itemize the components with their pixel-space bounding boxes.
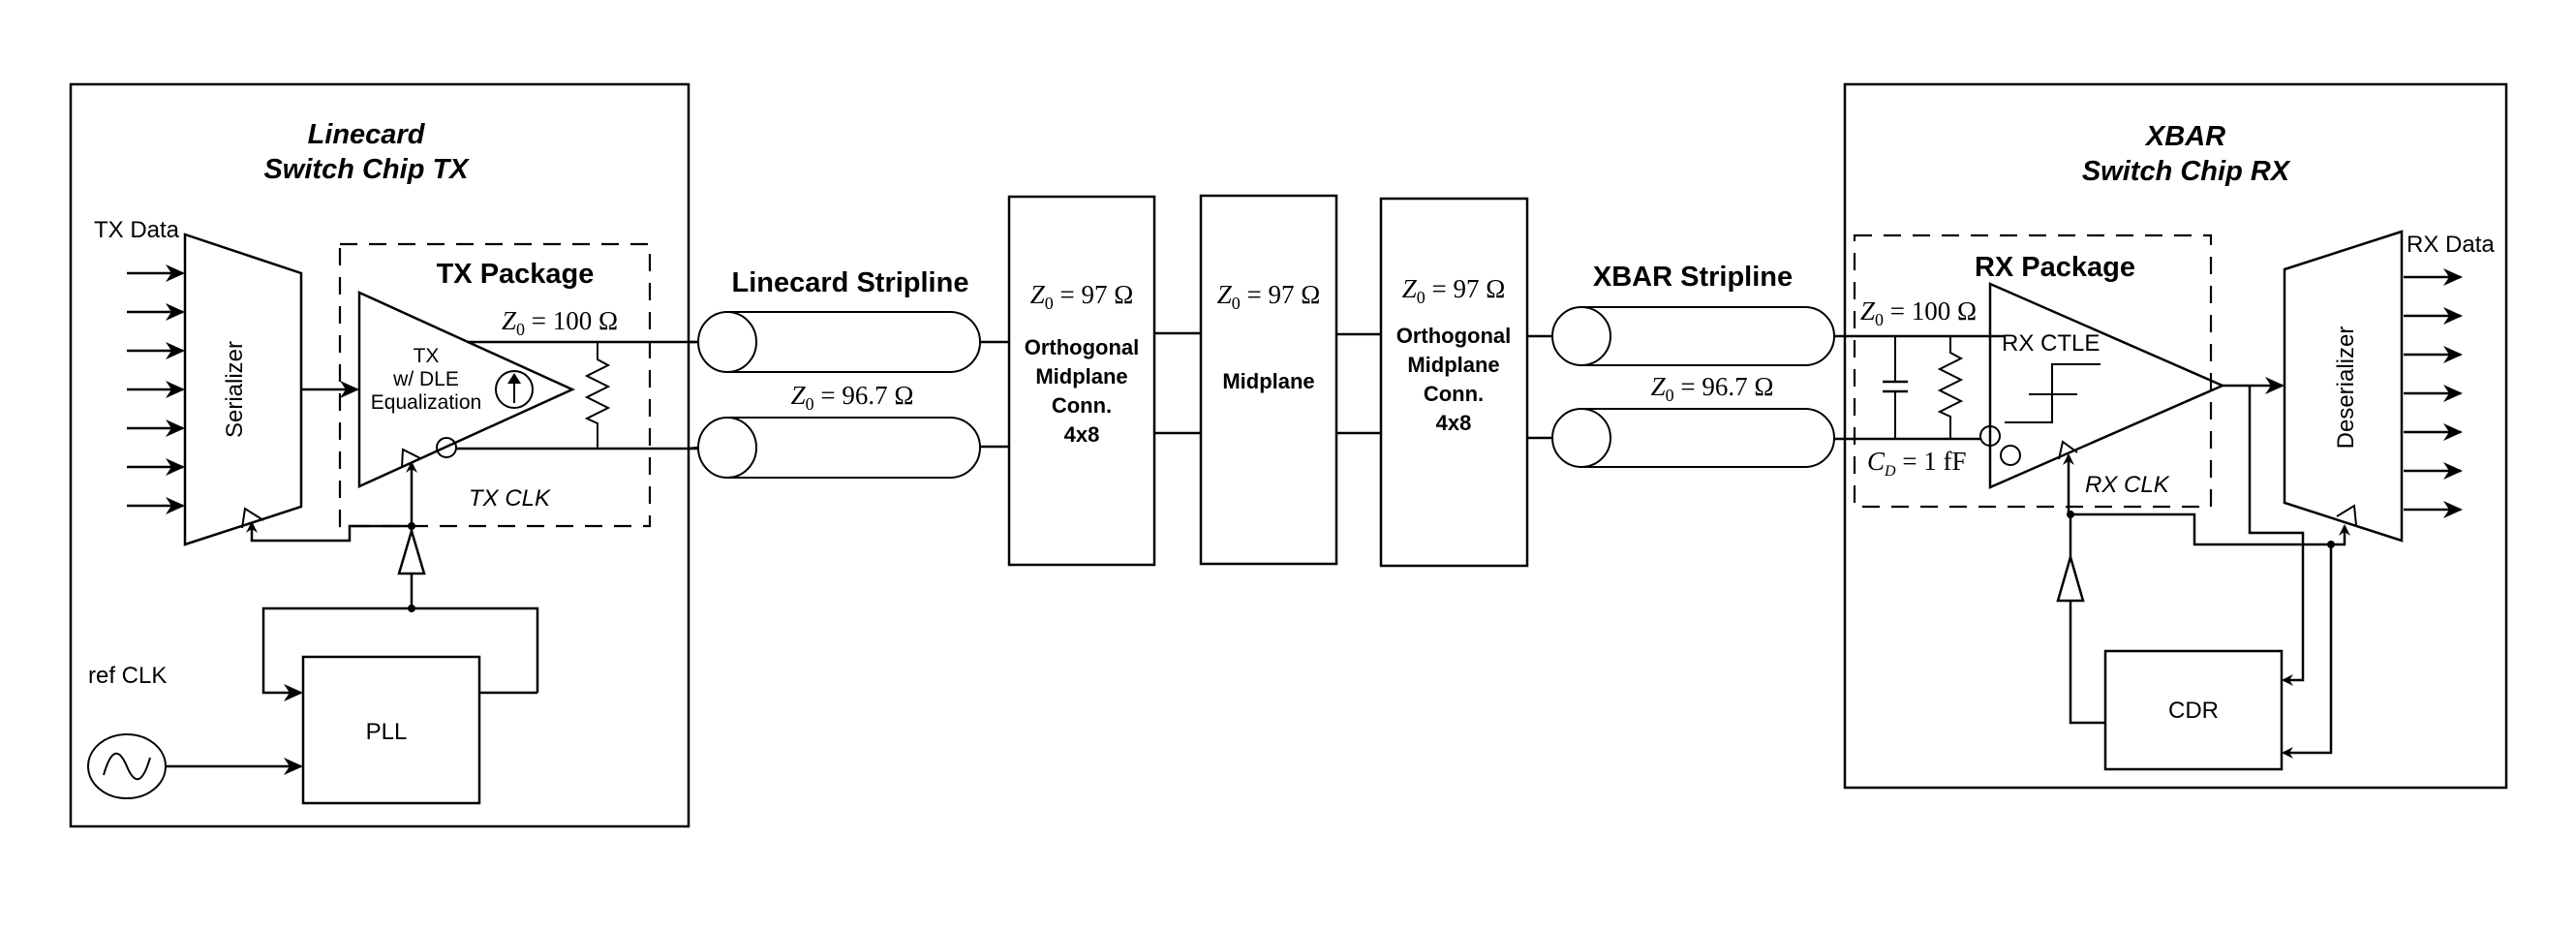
rx-z0-label: Z0 = 100 Ω <box>1860 296 1977 329</box>
stripline-cylinder-p-icon <box>1551 306 1835 366</box>
midplane-label: Midplane <box>1222 369 1314 393</box>
tx-data-label: TX Data <box>94 217 180 243</box>
pll-block <box>301 655 481 805</box>
rx-inverting-input-bubble <box>1979 425 2001 447</box>
connector-1-z0: Z0 = 97 Ω <box>1030 280 1134 313</box>
rx-bubble-2 <box>2000 445 2021 466</box>
rx-data-outputs <box>2404 268 2463 518</box>
clock-to-cdr-wire <box>2282 544 2333 759</box>
linecard-stripline-title: Linecard Stripline <box>732 267 969 298</box>
xbar-stripline-title: XBAR Stripline <box>1593 262 1793 293</box>
cylinder-input-wire <box>688 446 699 450</box>
tx-driver-label-2: w/ DLE <box>392 368 459 390</box>
rx-chip-box <box>1843 82 2508 790</box>
cylinder-body <box>1581 306 1835 366</box>
stripline-cylinder-n-icon <box>688 417 981 479</box>
rx-clock-distribution-wire <box>2070 513 2350 546</box>
orthogonal-connector-tx-box <box>1007 195 1156 567</box>
connector-2-label-2: Midplane <box>1407 353 1499 377</box>
rx-clock-buffer-icon <box>2056 552 2085 603</box>
rx-ctle-clock-pin-icon <box>2058 440 2078 460</box>
serializer-clock-pin-icon <box>241 507 264 529</box>
rx-data-label: RX Data <box>2407 232 2495 258</box>
ctle-step-response-icon <box>2005 363 2101 423</box>
ctle-to-cdr-wire <box>2248 386 2305 686</box>
midplane-path: Z0 = 97 Ω Orthogonal Midplane Conn. 4x8 … <box>1007 194 1529 568</box>
cylinder-body <box>1581 408 1835 468</box>
tx-z0-label: Z0 = 100 Ω <box>502 306 618 339</box>
ref-clk-label: ref CLK <box>88 663 167 689</box>
orthogonal-connector-rx-box <box>1379 197 1529 568</box>
tx-clk-label: TX CLK <box>469 485 551 512</box>
rx-package-boundary <box>1853 233 2213 509</box>
serializer-clock-wire <box>246 521 412 543</box>
serializer <box>183 233 303 546</box>
tx-data-inputs <box>127 264 185 514</box>
tx-driver <box>357 291 576 488</box>
rx-capacitor-icon <box>1883 336 1908 439</box>
connector-2-z0: Z0 = 97 Ω <box>1402 274 1506 307</box>
tx-package-title: TX Package <box>437 259 595 290</box>
pll-label: PLL <box>366 719 408 745</box>
tx-chip-title-line1: Linecard <box>308 119 426 150</box>
rx-clk-label: RX CLK <box>2085 472 2170 498</box>
linecard-stripline-z0-label: Z0 = 96.7 Ω <box>791 381 914 414</box>
connector-1-label-1: Orthogonal <box>1025 335 1140 359</box>
connector-2-label-3: Conn. <box>1424 382 1484 406</box>
xbar-stripline: XBAR Stripline Z0 = 96.7 Ω <box>1527 262 1835 468</box>
midplane-box <box>1199 194 1338 566</box>
tx-package-boundary <box>338 242 652 528</box>
cylinder-end <box>697 417 757 479</box>
cylinder-end <box>1551 306 1611 366</box>
rx-chip-title-line1: XBAR <box>2144 121 2225 152</box>
serializer-label: Serializer <box>222 341 248 438</box>
cdr-to-buffer-wire <box>2069 601 2105 725</box>
tx-termination-resistor-icon <box>584 342 611 449</box>
connector-1-label-4: 4x8 <box>1064 422 1100 447</box>
cylinder-body <box>727 417 981 479</box>
current-source-icon <box>495 370 534 409</box>
tx-driver-label-1: TX <box>414 345 440 367</box>
cylinder-end <box>697 311 757 373</box>
rx-chip: XBAR Switch Chip RX RX Package Z0 = 100 … <box>1834 82 2508 790</box>
deserializer-label: Deserializer <box>2333 326 2359 450</box>
xbar-stripline-z0-label: Z0 = 96.7 Ω <box>1651 372 1774 405</box>
tx-chip: Linecard Switch Chip TX TX Data Serializ… <box>69 82 698 828</box>
deserializer-clock-pin-icon <box>2336 504 2357 526</box>
rx-chip-title-line2: Switch Chip RX <box>2082 156 2291 187</box>
tx-chip-title-line2: Switch Chip TX <box>263 154 470 185</box>
rx-ctle-label: RX CTLE <box>2002 330 2100 357</box>
stripline-cylinder-n-icon <box>1551 408 1835 468</box>
deserializer <box>2283 230 2404 543</box>
cdr-block <box>2103 649 2284 771</box>
rx-termination-resistor-icon <box>1937 336 1964 439</box>
connector-2-label-1: Orthogonal <box>1396 324 1512 348</box>
cylinder-body <box>727 311 981 373</box>
pll-feedback-wire <box>261 606 539 701</box>
rx-ctle-amplifier <box>1988 282 2226 489</box>
connector-1-label-3: Conn. <box>1052 393 1112 418</box>
connector-1-label-2: Midplane <box>1035 364 1127 388</box>
connector-2-label-4: 4x8 <box>1436 411 1472 435</box>
midplane-z0: Z0 = 97 Ω <box>1217 280 1321 313</box>
linecard-stripline: Linecard Stripline Z0 = 96.7 Ω <box>688 267 1009 479</box>
rx-package-title: RX Package <box>1975 252 2135 283</box>
cd-label: CD = 1 fF <box>1867 447 1967 480</box>
tx-driver-clock-pin-icon <box>401 448 421 468</box>
cylinder-end <box>1551 408 1611 468</box>
stripline-cylinder-p-icon <box>689 311 981 373</box>
cdr-label: CDR <box>2168 698 2219 724</box>
tx-driver-label-3: Equalization <box>371 391 481 414</box>
